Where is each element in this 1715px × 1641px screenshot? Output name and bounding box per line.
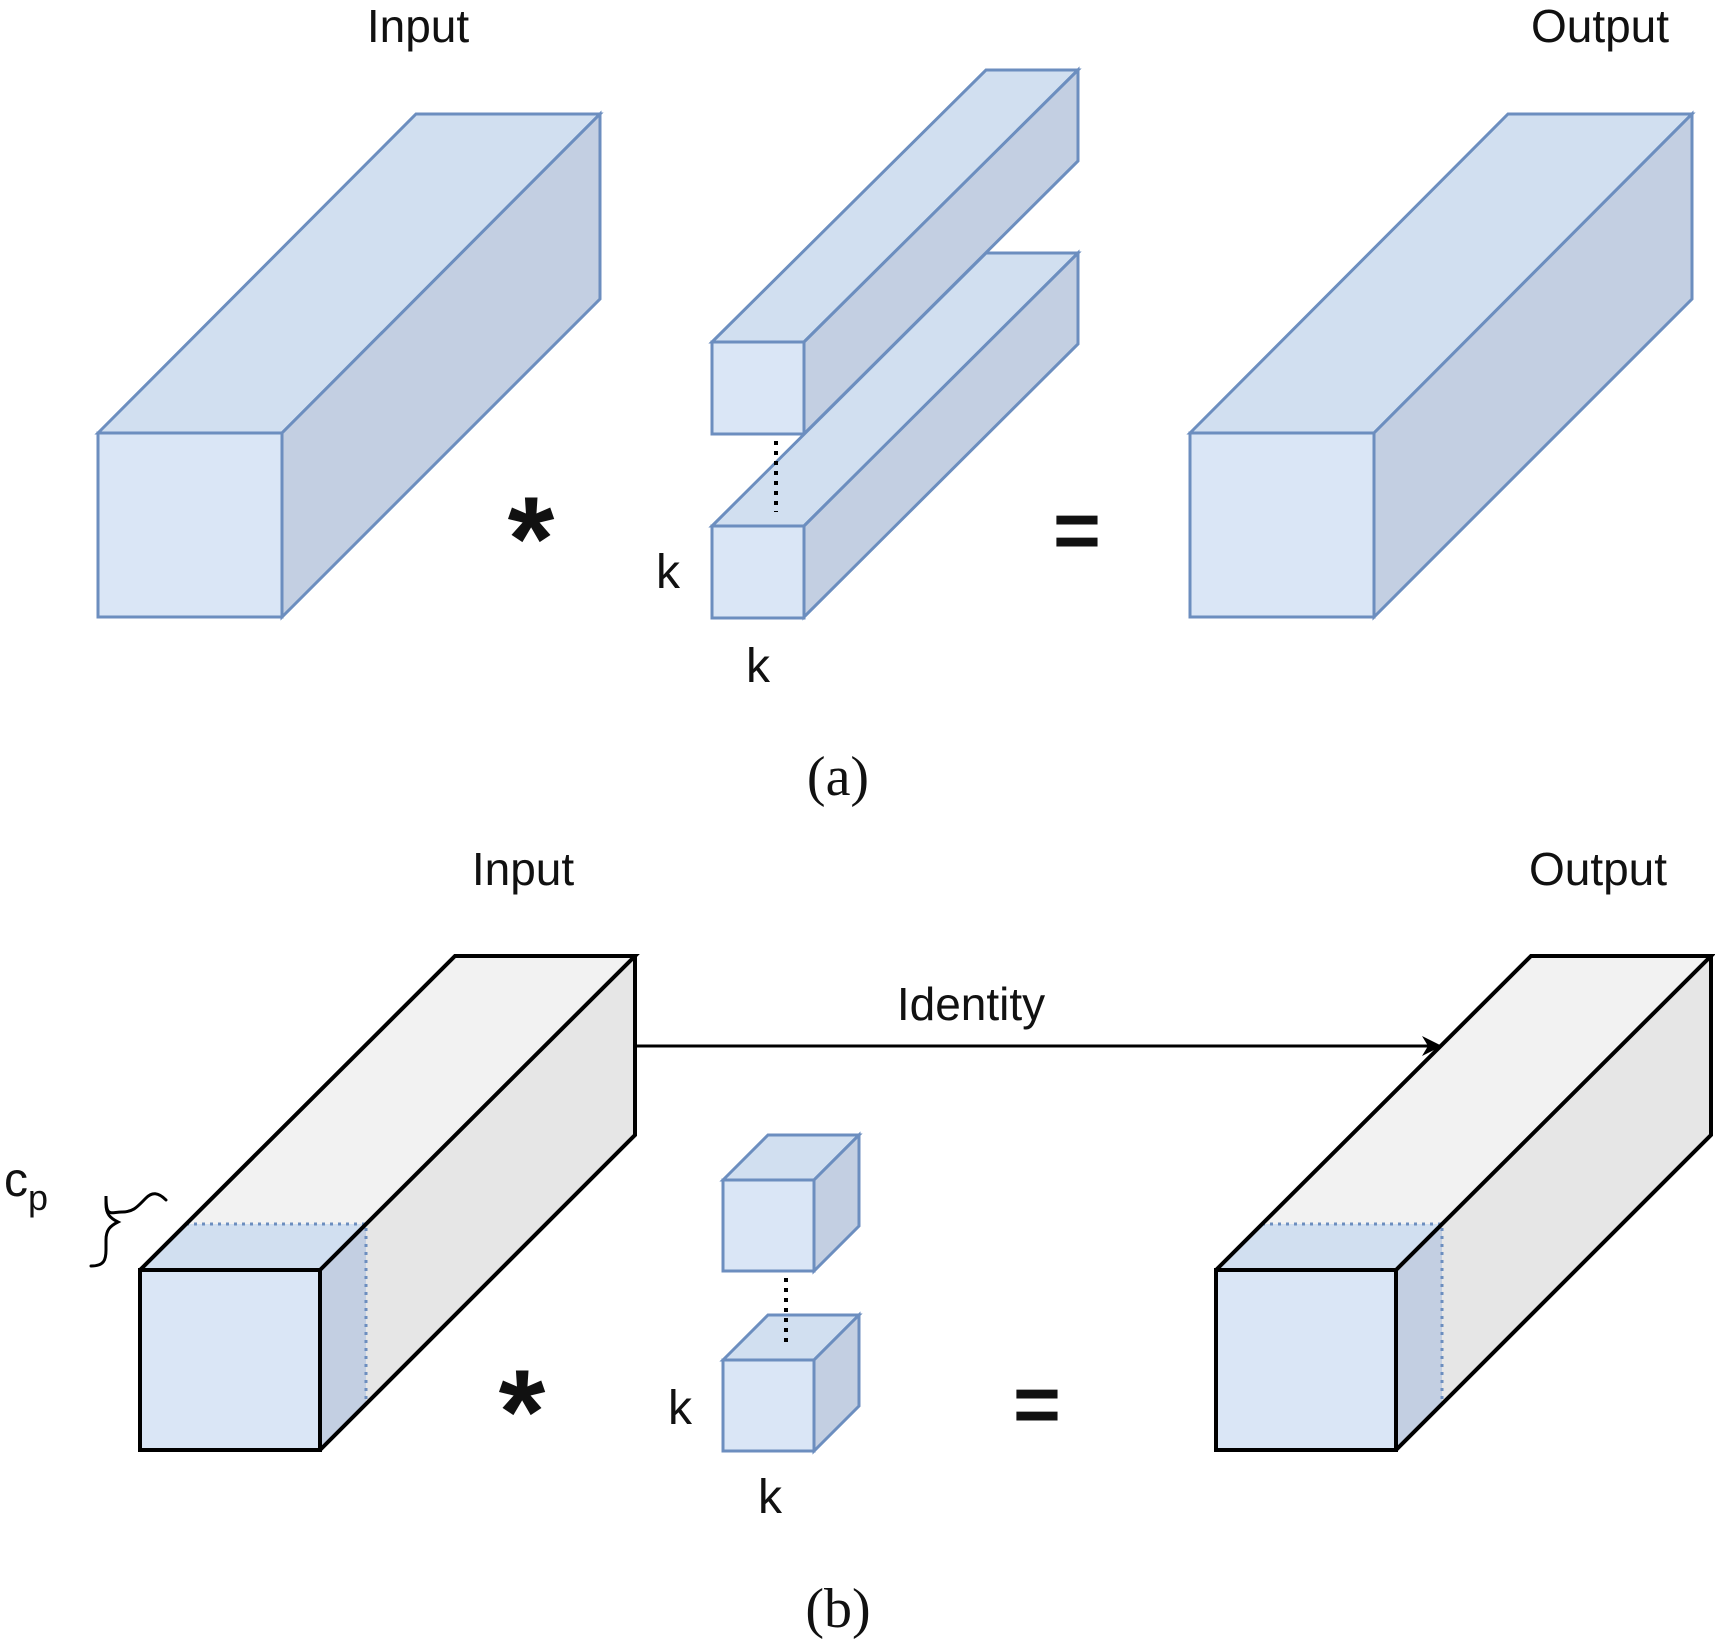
kernel-height-label-a: k (656, 546, 681, 599)
output-label-b: Output (1529, 843, 1667, 895)
equals-sign-b: = (1013, 1359, 1061, 1450)
output-tensor-b-front (1216, 1270, 1396, 1450)
kernel-cube-upper-front (721, 1178, 816, 1273)
input-tensor-b-top (140, 956, 635, 1270)
equals-sign-a: = (1053, 485, 1101, 576)
output-tensor-b-partial-top (1216, 1224, 1442, 1270)
input-tensor-a-front (96, 431, 284, 619)
input-tensor-b-front (140, 1270, 320, 1450)
kernel-width-label-b: k (758, 1471, 783, 1524)
input-tensor-b-partial-side (320, 1224, 366, 1450)
kernel-width-label-a: k (746, 640, 771, 693)
convolution-operator-a: * (508, 472, 555, 606)
kernel-cube-upper (719, 1131, 863, 1275)
kernel-height-label-b: k (668, 1382, 693, 1435)
kernel-stack-b (719, 1131, 863, 1455)
input-tensor-b-side (320, 956, 635, 1450)
kernel-cube-lower (719, 1311, 863, 1455)
output-label-a: Output (1531, 0, 1669, 52)
caption-b: (b) (805, 1578, 870, 1640)
output-tensor-a-front (1188, 431, 1376, 619)
partial-channels-brace (89, 1192, 168, 1268)
input-tensor-b-partial-top (140, 1224, 366, 1270)
output-tensor-b (1214, 954, 1715, 1452)
input-label-b: Input (472, 843, 575, 895)
partial-channels-letter: c (4, 1154, 28, 1207)
caption-a: (a) (807, 746, 869, 808)
input-tensor-a (94, 110, 604, 621)
kernel-filter-upper-front (710, 340, 806, 436)
output-tensor-b-side (1396, 956, 1711, 1450)
kernel-filter-lower-front (710, 524, 806, 620)
output-tensor-b-top (1216, 956, 1711, 1270)
identity-label: Identity (897, 978, 1045, 1030)
panel-a: Input Output * = k k (a) (94, 0, 1696, 808)
kernel-filter-upper (708, 66, 1082, 438)
kernel-cube-lower-front (721, 1358, 816, 1453)
partial-channels-label: cp (4, 1154, 48, 1218)
output-tensor-a (1186, 110, 1696, 621)
partial-channels-subscript: p (28, 1177, 48, 1218)
input-tensor-b (138, 954, 640, 1452)
panel-b: Input Output Identity cp * = k k (b) (4, 843, 1715, 1640)
input-label-a: Input (367, 0, 470, 52)
convolution-operator-b: * (499, 1345, 546, 1479)
kernel-filter-lower (708, 249, 1082, 621)
kernel-stack-a (708, 66, 1082, 621)
output-tensor-b-partial-side (1396, 1224, 1442, 1450)
